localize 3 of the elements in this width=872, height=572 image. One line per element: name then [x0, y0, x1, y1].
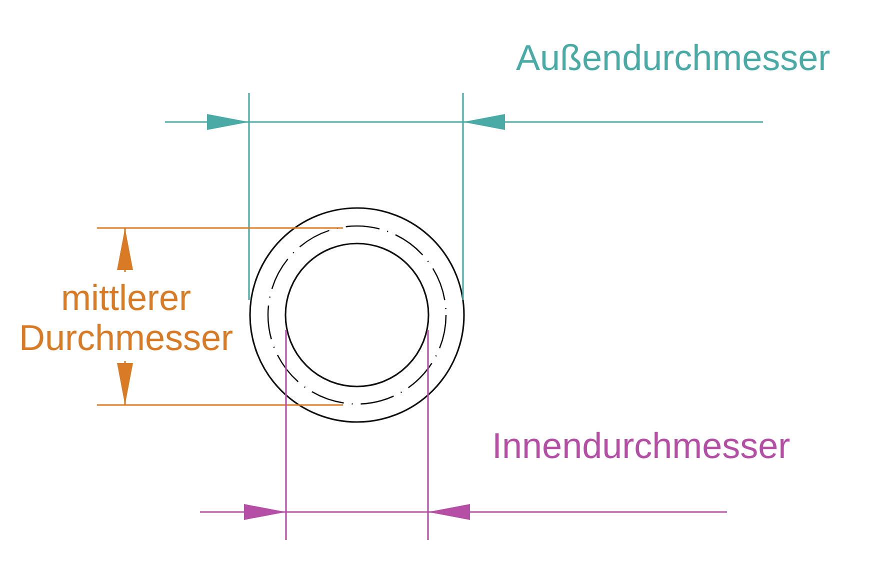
dimension-label: Außendurchmesser	[516, 38, 830, 78]
dimension-label: mittlerer Durchmesser	[18, 278, 234, 359]
dimension-label: Innendurchmesser	[492, 426, 790, 466]
